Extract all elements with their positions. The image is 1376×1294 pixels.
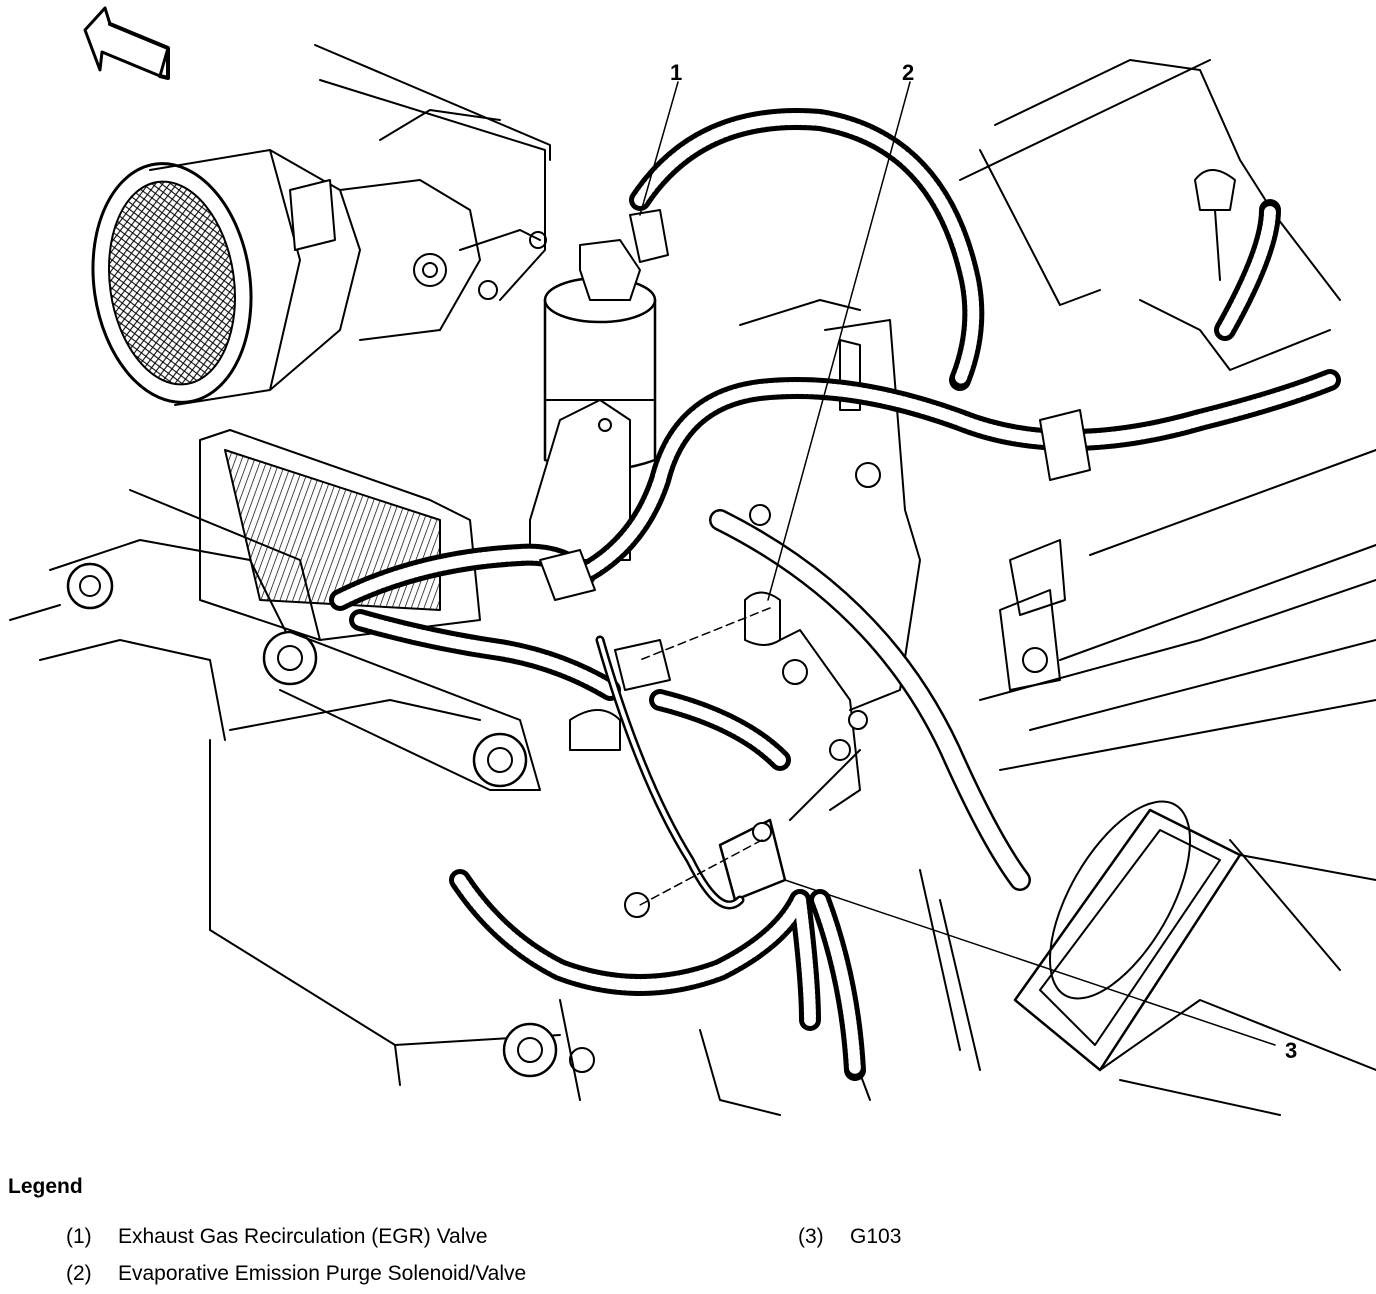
exhaust-flange [1013, 800, 1376, 1072]
vacuum-tube [709, 509, 1031, 891]
intake-manifold [49, 429, 595, 1078]
engine-diagram: 1 2 3 [9, 6, 1376, 1116]
callout-2: 2 [902, 60, 914, 85]
engine-block-outline [9, 44, 1376, 1116]
callout-leaders [639, 81, 1276, 1046]
forward-arrow-icon [83, 6, 170, 80]
legend-item-number: (1) [66, 1225, 92, 1248]
throttle-body [91, 79, 547, 406]
legend-item-label: Exhaust Gas Recirculation (EGR) Valve [118, 1225, 488, 1248]
legend-item-egr-valve: (1) Exhaust Gas Recirculation (EGR) Valve [66, 1225, 488, 1249]
legend-item-label: Evaporative Emission Purge Solenoid/Valv… [118, 1262, 527, 1285]
legend-title: Legend [8, 1175, 83, 1198]
callout-1: 1 [670, 60, 682, 85]
legend: Legend (1) Exhaust Gas Recirculation (EGR… [0, 1170, 1376, 1294]
legend-item-number: (2) [66, 1262, 92, 1285]
callout-3: 3 [1285, 1038, 1297, 1063]
ground-g103-block [569, 709, 868, 918]
egr-valve [529, 209, 669, 561]
wiring-harness [329, 108, 1341, 1081]
legend-item-label: G103 [850, 1225, 902, 1248]
purge-solenoid-bracket [739, 299, 1066, 811]
legend-item-purge-solenoid: (2) Evaporative Emission Purge Solenoid/V… [66, 1262, 526, 1286]
legend-item-g103: (3) G103 [798, 1225, 901, 1249]
engine-line-drawing: 1 2 3 [9, 6, 1376, 1116]
legend-item-number: (3) [798, 1225, 824, 1248]
